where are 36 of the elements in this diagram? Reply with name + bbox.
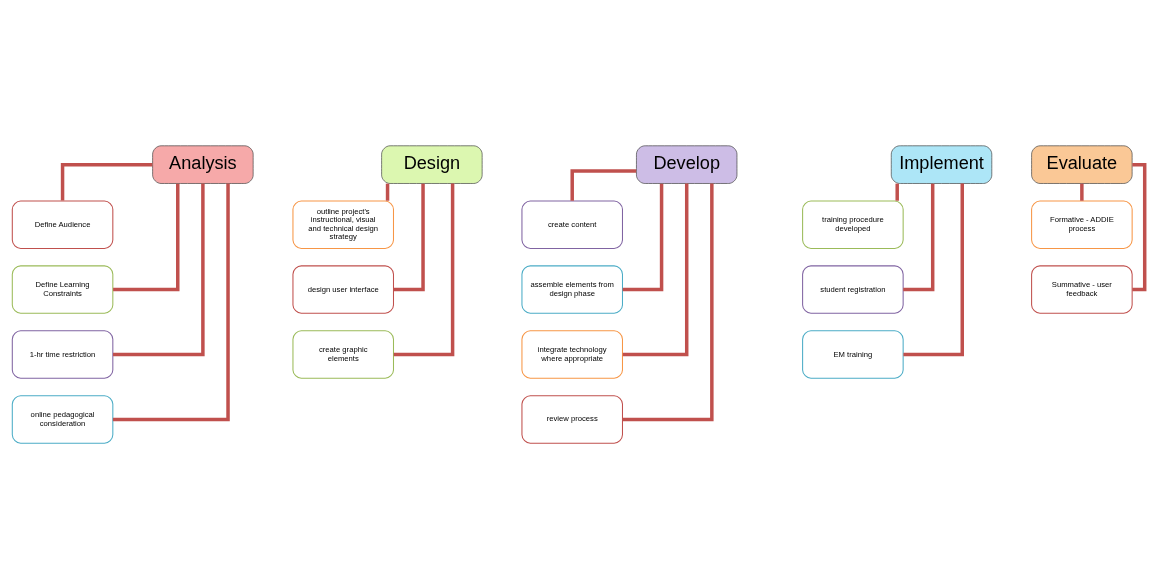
connector bbox=[622, 183, 689, 356]
node-box: Develop bbox=[636, 144, 738, 184]
node-box: outline project's instructional, visual and technical design strategy bbox=[292, 199, 394, 249]
node-box: 1-hr time restriction bbox=[11, 329, 114, 379]
node-box: create content bbox=[521, 199, 623, 249]
node-box: training procedure developed bbox=[802, 199, 904, 249]
node-box: Summative - user feedback bbox=[1031, 264, 1133, 314]
connector bbox=[622, 183, 664, 291]
node-box: Formative - ADDIE process bbox=[1031, 199, 1133, 249]
node-box: assemble elements from design phase bbox=[521, 264, 623, 314]
connector bbox=[1080, 183, 1084, 201]
node-box: create graphic elements bbox=[292, 329, 394, 379]
connector bbox=[1132, 162, 1147, 291]
node-box: Analysis bbox=[152, 144, 254, 184]
node-box: Define Audience bbox=[11, 199, 114, 249]
node-box: Evaluate bbox=[1031, 144, 1133, 184]
connector bbox=[113, 183, 180, 291]
connector bbox=[393, 183, 455, 356]
node-box: online pedagogical consideration bbox=[11, 394, 114, 444]
connector bbox=[895, 183, 899, 201]
node-box: Design bbox=[381, 144, 483, 184]
connector bbox=[113, 183, 205, 356]
connector bbox=[903, 183, 964, 356]
node-box: Define Learning Constraints bbox=[11, 264, 114, 314]
connector bbox=[570, 168, 637, 201]
connector bbox=[903, 183, 935, 291]
node-box: integrate technology where appropriate bbox=[521, 329, 623, 379]
node-box: student registration bbox=[802, 264, 904, 314]
connector bbox=[622, 183, 714, 421]
connector bbox=[60, 162, 153, 201]
node-box: review process bbox=[521, 394, 623, 444]
node-box: Implement bbox=[890, 144, 993, 184]
node-box: design user interface bbox=[292, 264, 394, 314]
connector bbox=[112, 183, 230, 421]
node-box: EM training bbox=[802, 329, 904, 379]
connector bbox=[393, 183, 425, 291]
